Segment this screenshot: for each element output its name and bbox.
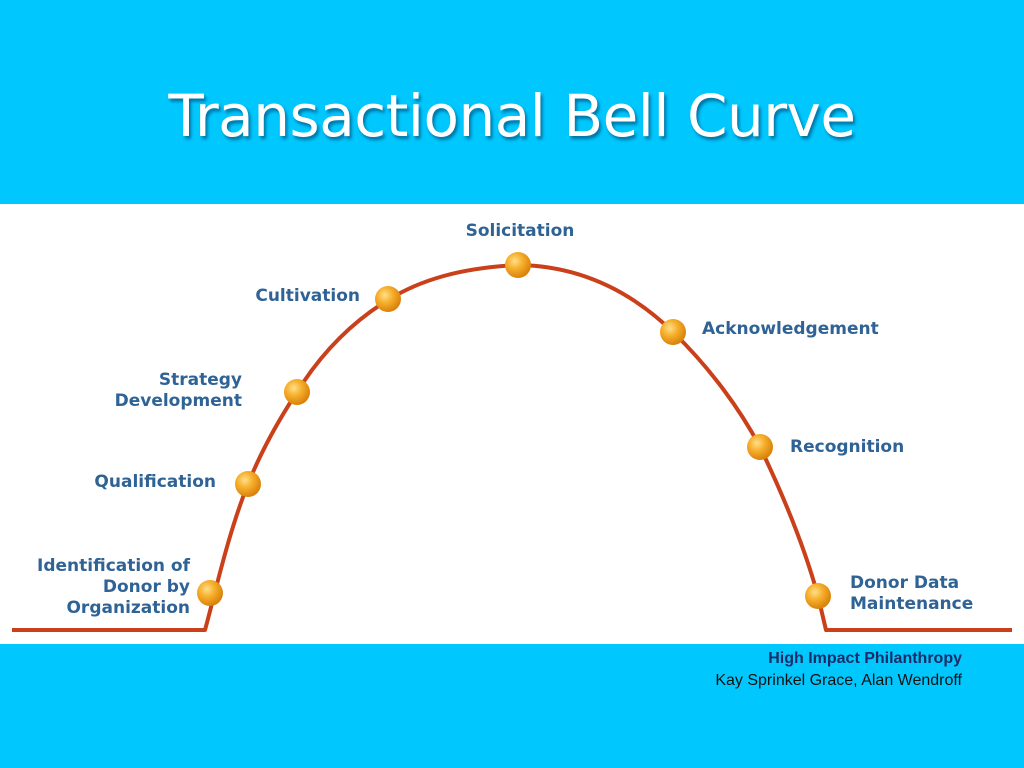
- node-recognition: [747, 434, 773, 460]
- label-strategy: Strategy Development: [114, 370, 242, 411]
- label-qualification: Qualification: [94, 472, 216, 492]
- node-strategy: [284, 379, 310, 405]
- label-maintenance: Donor Data Maintenance: [850, 573, 974, 614]
- node-acknowledgement: [660, 319, 686, 345]
- node-qualification: [235, 471, 261, 497]
- bell-curve-diagram: Identification of Donor by Organization …: [0, 204, 1024, 644]
- bell-curve-svg: [12, 252, 1012, 632]
- node-identification: [197, 580, 223, 606]
- node-solicitation: [505, 252, 531, 278]
- label-recognition: Recognition: [790, 437, 905, 457]
- node-maintenance: [805, 583, 831, 609]
- label-identification: Identification of Donor by Organization: [37, 556, 190, 618]
- credit-block: High Impact Philanthropy Kay Sprinkel Gr…: [715, 648, 962, 692]
- label-solicitation: Solicitation: [465, 221, 575, 241]
- label-cultivation: Cultivation: [255, 286, 360, 306]
- stage-nodes: [197, 252, 831, 609]
- credit-authors: Kay Sprinkel Grace, Alan Wendroff: [715, 672, 962, 689]
- credit-book-title: High Impact Philanthropy: [768, 650, 962, 667]
- slide-title: Transactional Bell Curve: [168, 82, 856, 150]
- node-cultivation: [375, 286, 401, 312]
- label-acknowledgement: Acknowledgement: [702, 319, 879, 339]
